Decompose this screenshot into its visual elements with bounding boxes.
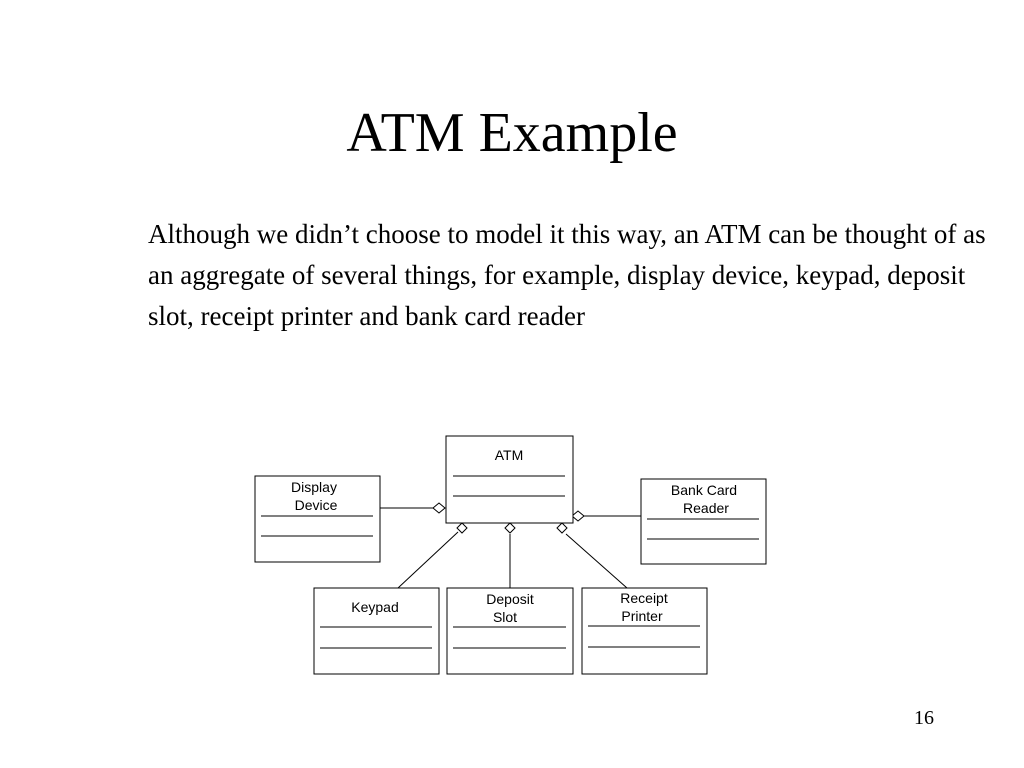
- class-box-display-device-frame: [254, 475, 381, 563]
- class-box-receipt-printer-frame: [581, 587, 708, 675]
- class-box-bank-card-reader: Bank Card Reader: [640, 478, 767, 565]
- class-box-keypad-frame: [313, 587, 440, 675]
- class-box-deposit-slot-frame: [446, 587, 574, 675]
- class-box-receipt-printer: Receipt Printer: [581, 587, 708, 675]
- class-name-bank-card-reader-line1: Bank Card: [671, 482, 737, 498]
- aggregation-diamond-display: [432, 502, 446, 514]
- class-box-keypad: Keypad: [313, 587, 440, 675]
- class-name-keypad: Keypad: [351, 599, 398, 615]
- slide-title: ATM Example: [346, 102, 678, 164]
- class-box-bank-card-reader-frame: [640, 478, 767, 565]
- association-lines: [375, 507, 641, 589]
- line-atm-keypad: [397, 531, 459, 589]
- class-name-atm: ATM: [495, 447, 524, 463]
- class-name-receipt-printer-line2: Printer: [621, 608, 663, 624]
- class-name-bank-card-reader-line2: Reader: [683, 500, 729, 516]
- line-atm-receipt-printer: [565, 533, 628, 589]
- slide-body-text: Although we didn’t choose to model it th…: [148, 219, 986, 331]
- class-name-deposit-slot-line2: Slot: [493, 609, 517, 625]
- class-name-display-device-line1: Display: [291, 479, 337, 495]
- class-box-atm: ATM: [445, 435, 574, 524]
- slide-page-number: 16: [914, 707, 934, 729]
- class-name-deposit-slot-line1: Deposit: [486, 591, 534, 607]
- class-name-display-device-line2: Device: [295, 497, 338, 513]
- aggregation-diamond-deposit-slot: [504, 522, 516, 534]
- class-box-deposit-slot: Deposit Slot: [446, 587, 574, 675]
- aggregation-diamond-receipt-printer: [556, 522, 568, 534]
- class-box-display-device: Display Device: [254, 475, 381, 563]
- class-name-receipt-printer-line1: Receipt: [620, 590, 668, 606]
- class-box-atm-frame: [445, 435, 574, 524]
- aggregation-diamonds: [432, 502, 585, 534]
- aggregation-diamond-bank-card-reader: [571, 510, 585, 522]
- aggregation-diamond-keypad: [456, 522, 468, 534]
